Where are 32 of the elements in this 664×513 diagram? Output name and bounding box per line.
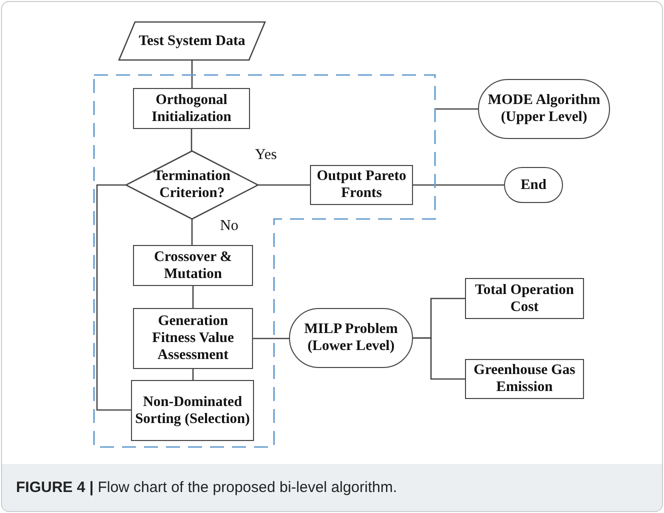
- connector-line: [191, 60, 193, 88]
- data-parallelogram: [119, 22, 265, 60]
- connector-line: [258, 184, 310, 186]
- connector-line: [192, 369, 194, 380]
- node-label: Non-Dominated Sorting (Selection): [134, 394, 251, 428]
- node-label: Test System Data: [138, 32, 246, 50]
- node-label: MILP Problem (Lower Level): [303, 321, 399, 355]
- process-box: [133, 88, 250, 129]
- node-label: Orthogonal Initialization: [150, 92, 232, 126]
- node-label: Termination Criterion?: [152, 168, 232, 202]
- connector-line: [191, 219, 193, 245]
- connector-line: [96, 184, 131, 411]
- connector-line: [253, 338, 289, 340]
- connector-line: [192, 286, 194, 308]
- process-box: [133, 308, 253, 369]
- process-box: [465, 359, 584, 399]
- node-label: Greenhouse Gas Emission: [472, 362, 576, 396]
- process-box: [131, 380, 254, 441]
- node-label: Total Operation Cost: [474, 282, 575, 316]
- node-label: MODE Algorithm (Upper Level): [486, 92, 602, 126]
- figure-caption: FIGURE 4 | Flow chart of the proposed bi-level algorithm.: [16, 479, 398, 496]
- process-box: [310, 165, 413, 205]
- node-label: Generation Fitness Value Assessment: [151, 313, 235, 364]
- connector-line: [413, 337, 465, 380]
- node-label: End: [520, 176, 548, 194]
- node-label: Output Pareto Fronts: [316, 168, 408, 202]
- node-label: Crossover & Mutation: [153, 248, 233, 282]
- process-box: [465, 278, 584, 319]
- connector-line: [190, 129, 192, 151]
- connector-line: [413, 184, 504, 186]
- leader-line: [435, 108, 478, 110]
- process-box: [133, 245, 253, 286]
